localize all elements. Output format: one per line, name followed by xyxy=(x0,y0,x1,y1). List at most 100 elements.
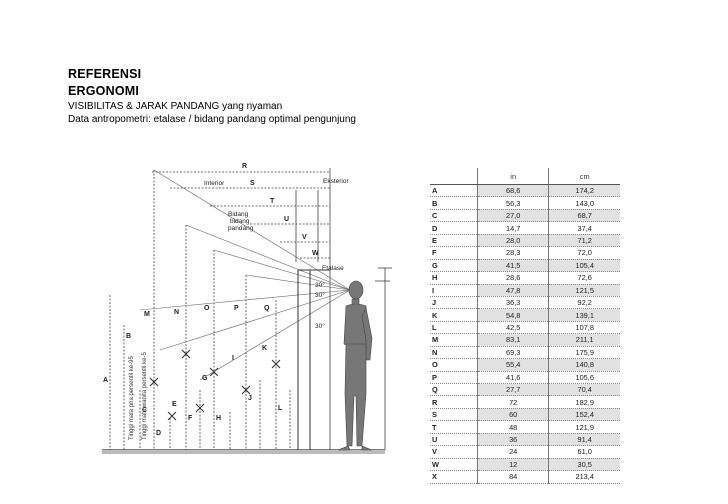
cell-cm: 107,8 xyxy=(548,321,620,335)
display-case xyxy=(297,269,330,450)
label-interior: Interior xyxy=(204,180,225,187)
cell-cm: 139,1 xyxy=(548,308,620,322)
dim-letter-P: P xyxy=(234,305,239,312)
cell-cm: 37,4 xyxy=(548,221,620,235)
dim-letter-B: B xyxy=(126,333,131,340)
row-label: U xyxy=(430,433,478,447)
cell-in: 42,5 xyxy=(476,321,549,335)
table-header-label xyxy=(430,168,478,185)
table-header-in: in xyxy=(476,168,549,185)
dim-letter-K: K xyxy=(262,345,267,352)
cell-cm: 211,1 xyxy=(548,333,620,347)
vertical-tick-grid xyxy=(295,168,331,450)
cell-cm: 72,6 xyxy=(548,271,620,285)
cell-cm: 174,2 xyxy=(548,184,620,198)
row-label: N xyxy=(430,346,478,360)
dim-letter-Q: Q xyxy=(264,305,270,312)
dim-letter-D: D xyxy=(156,430,161,437)
dim-letter-E: E xyxy=(172,401,177,408)
row-label: I xyxy=(430,284,478,297)
cell-cm: 70,4 xyxy=(548,383,620,397)
cell-in: 28,6 xyxy=(476,271,549,285)
dim-letter-U: U xyxy=(284,216,289,223)
cell-cm: 72,0 xyxy=(548,246,620,260)
cell-cm: 175,9 xyxy=(548,346,620,360)
cell-in: 27,0 xyxy=(476,209,549,223)
row-label: G xyxy=(430,259,478,273)
row-label: C xyxy=(430,209,478,223)
dim-letter-S: S xyxy=(250,180,255,187)
dim-letter-C: C xyxy=(142,407,147,414)
human-figure xyxy=(337,280,373,451)
rotated-label-wanita: Tinggi mata wanita persentil ke-5 xyxy=(142,352,148,440)
dim-letter-J: J xyxy=(248,395,252,402)
cell-in: 27,7 xyxy=(476,383,549,397)
row-label: V xyxy=(430,445,478,459)
row-label: F xyxy=(430,246,478,260)
page-subtitle-antropometri: Data antropometri: etalase / bidang pand… xyxy=(68,114,356,125)
rotated-label-pria: Tinggi mata pria persentil ke-95 xyxy=(129,356,135,440)
ergonomic-diagram: R S T U V W Interior Eksterior Bidang bi… xyxy=(102,163,392,454)
cell-in: 12 xyxy=(476,458,549,472)
height-dimension-X xyxy=(375,267,392,450)
cell-cm: 61,0 xyxy=(548,445,620,459)
horizontal-dimensions xyxy=(152,171,330,259)
row-label: X xyxy=(430,470,478,484)
cell-in: 84 xyxy=(476,470,549,484)
page-title-referensi: REFERENSI xyxy=(68,67,142,81)
page-title-ergonomi: ERGONOMI xyxy=(68,84,140,98)
dim-letter-L: L xyxy=(278,405,283,412)
label-etalase: Etalase xyxy=(322,265,344,272)
cell-cm: 152,4 xyxy=(548,408,620,422)
cell-cm: 143,0 xyxy=(548,196,620,210)
table-header-row: in cm xyxy=(430,168,620,185)
row-label: B xyxy=(430,196,478,210)
angle-30-c: 30° xyxy=(315,322,325,330)
cell-in: 28,3 xyxy=(476,246,549,260)
angle-30-b: 30° xyxy=(315,291,325,299)
cell-cm: 91,4 xyxy=(548,433,620,447)
dim-letter-T: T xyxy=(270,198,275,205)
cell-in: 68,6 xyxy=(476,184,549,198)
cell-cm: 121,5 xyxy=(548,284,620,297)
cell-in: 47,8 xyxy=(476,284,549,297)
table-header-cm: cm xyxy=(548,168,620,185)
cell-cm: 121,9 xyxy=(548,420,620,434)
row-label: R xyxy=(430,395,478,409)
cell-in: 54,8 xyxy=(476,308,549,322)
cell-cm: 140,8 xyxy=(548,358,620,372)
dim-letter-H: H xyxy=(216,415,221,422)
row-label: S xyxy=(430,408,478,422)
cell-in: 83,1 xyxy=(476,333,549,347)
cell-in: 72 xyxy=(476,395,549,409)
cell-in: 41,5 xyxy=(476,259,549,273)
dim-letter-F: F xyxy=(188,415,193,422)
page-header: REFERENSI ERGONOMI VISIBILITAS & JARAK P… xyxy=(68,66,356,126)
dim-letter-G: G xyxy=(202,375,208,382)
dim-letter-M: M xyxy=(144,311,150,318)
cell-in: 36 xyxy=(476,433,549,447)
dim-letter-N: N xyxy=(174,309,179,316)
row-label: A xyxy=(430,184,478,198)
cross-markers xyxy=(149,349,281,421)
page-subtitle-visibilitas: VISIBILITAS & JARAK PANDANG yang nyaman xyxy=(68,101,283,112)
cell-in: 14,7 xyxy=(476,221,549,235)
row-label: H xyxy=(430,271,478,285)
